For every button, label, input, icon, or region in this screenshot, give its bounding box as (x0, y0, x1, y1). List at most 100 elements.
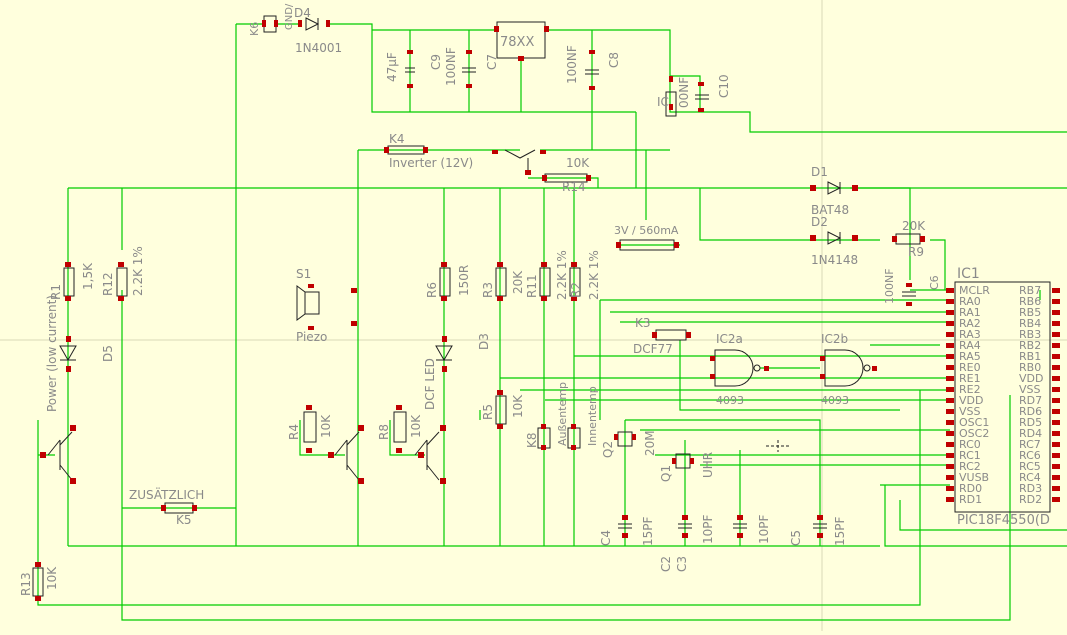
ic1-pin-pad (1052, 453, 1060, 458)
ic1-pin-r-rd6: RD6 (1019, 405, 1042, 418)
d2-value: 1N4148 (811, 253, 858, 267)
ic1-pin-pad (1052, 354, 1060, 359)
d3-label: D3 (477, 333, 491, 350)
ic1-pin-pad (946, 332, 954, 337)
ic1-pin-l-vdd: VDD (959, 394, 983, 407)
r1-label: R1 (49, 284, 63, 300)
ic1-pin-r-rd4: RD4 (1019, 427, 1042, 440)
ic1-pin-pad (1052, 420, 1060, 425)
ic1-pin-l-ra5: RA5 (959, 350, 981, 363)
r8-label: R8 (377, 424, 391, 440)
ic1-pin-pad (946, 398, 954, 403)
c3-label: C3 (675, 556, 689, 572)
ic1-pin-r-rd2: RD2 (1019, 493, 1042, 506)
zusaetzlich-label: ZUSÄTZLICH (129, 487, 204, 502)
ic1-pin-r-rd3: RD3 (1019, 482, 1042, 495)
ic1-pin-pad (1052, 409, 1060, 414)
ic1-pin-l-mclr: MCLR (959, 284, 990, 297)
ic1-pin-pad (946, 409, 954, 414)
uhr-label: UHR (701, 452, 715, 478)
ic1-pin-pad (1052, 486, 1060, 491)
k8-label: K8 (525, 432, 539, 448)
r11-label: R11 (525, 274, 539, 298)
ic1-pin-pad (946, 486, 954, 491)
ic1-pin-l-ra3: RA3 (959, 328, 981, 341)
ic1-pin-pad (946, 464, 954, 469)
r9-label: R9 (908, 245, 924, 259)
k4-label: K4 (389, 132, 405, 146)
pads (35, 20, 925, 601)
r6-label: R6 (425, 282, 439, 298)
c10-label: C10 (717, 74, 731, 98)
d1-label: D1 (811, 165, 828, 179)
ic1-pin-l-vusb: VUSB (959, 471, 989, 484)
c9-label: C9 (429, 54, 443, 70)
ic1-pin-pad (1052, 332, 1060, 337)
ic1-pin-pad (1052, 343, 1060, 348)
ic1-pin-pad (1052, 365, 1060, 370)
ic1-pin-l-ra1: RA1 (959, 306, 981, 319)
d4-label: D4 (294, 6, 311, 20)
ic1-pin-l-re2: RE2 (959, 383, 981, 396)
ic1-pin-r-rb6: RB6 (1019, 295, 1041, 308)
ic1-value: PIC18F4550(D (957, 513, 1050, 528)
ic1-pin-pad (1052, 398, 1060, 403)
d2-label: D2 (811, 215, 828, 229)
ic1-pin-labels: MCLRRA0RA1RA2RA3RA4RA5RE0RE1RE2VDDVSSOSC… (959, 284, 1043, 506)
c5-value: 15PF (833, 516, 847, 546)
r8-value: 10K (409, 414, 423, 438)
ic-label: IC (657, 95, 669, 109)
ic1-pin-pad (1052, 376, 1060, 381)
ic1-pin-pad (946, 442, 954, 447)
ic1-pin-l-osc1: OSC1 (959, 416, 989, 429)
ic1-pin-l-ra4: RA4 (959, 339, 981, 352)
d4-value: 1N4001 (295, 41, 342, 55)
r4-value: 10K (319, 414, 333, 438)
q2-value: 20M (643, 430, 657, 456)
ic1-pin-r-rb4: RB4 (1019, 317, 1041, 330)
ic1-pin-pad (946, 310, 954, 315)
k6-label: K6 (248, 22, 261, 36)
ic1-pin-pad (946, 321, 954, 326)
ic2b-label: IC2b (821, 332, 848, 346)
ic1-pin-l-ra2: RA2 (959, 317, 981, 330)
k4-value: Inverter (12V) (389, 156, 473, 170)
ic1-pin-r-rb7: RB7 (1019, 284, 1041, 297)
r13-value: 10K (45, 566, 59, 590)
ic1-pin-pad (946, 387, 954, 392)
c2-label: C2 (659, 556, 673, 572)
ic1-pin-pad (946, 343, 954, 348)
ic1-pin-pad (1052, 442, 1060, 447)
ic1-pin-pad (946, 453, 954, 458)
r4-label: R4 (287, 424, 301, 440)
c2-value: 10PF (701, 514, 715, 544)
aussentemp-label: Außentemp (556, 382, 569, 446)
psu-label: 3V / 560mA (614, 224, 679, 237)
ic1-pin-pad (1052, 288, 1060, 293)
c5-label: C5 (789, 530, 803, 546)
component-bodies (32, 15, 1051, 597)
r3-value: 20K (511, 270, 525, 294)
r2-value: 2.2K 1% (587, 250, 601, 300)
c6-label: C6 (928, 275, 941, 290)
ic1-pin-l-rc0: RC0 (959, 438, 981, 451)
c3-value: 10PF (757, 514, 771, 544)
q2-label: Q2 (601, 441, 615, 458)
ic1-label: IC1 (957, 266, 980, 282)
ic2b-value: 4093 (821, 394, 849, 407)
r14-value: 10K (566, 156, 590, 170)
ic1-pin-l-rd1: RD1 (959, 493, 982, 506)
ic1-pin-r-rc7: RC7 (1019, 438, 1041, 451)
ic1-pin-r-rc6: RC6 (1019, 449, 1041, 462)
c4-label: C4 (599, 530, 613, 546)
c10-value: 00NF (677, 77, 691, 108)
r12-value: 2.2K 1% (131, 246, 145, 296)
ic1-pin-r-rc4: RC4 (1019, 471, 1041, 484)
ic1-pin-l-rd0: RD0 (959, 482, 982, 495)
q1-label: Q1 (659, 465, 673, 482)
d3-value: DCF LED (423, 358, 437, 410)
c9-value: 100NF (444, 47, 458, 86)
c8-value: 100NF (565, 45, 579, 84)
ic1-pin-l-re1: RE1 (959, 372, 981, 385)
